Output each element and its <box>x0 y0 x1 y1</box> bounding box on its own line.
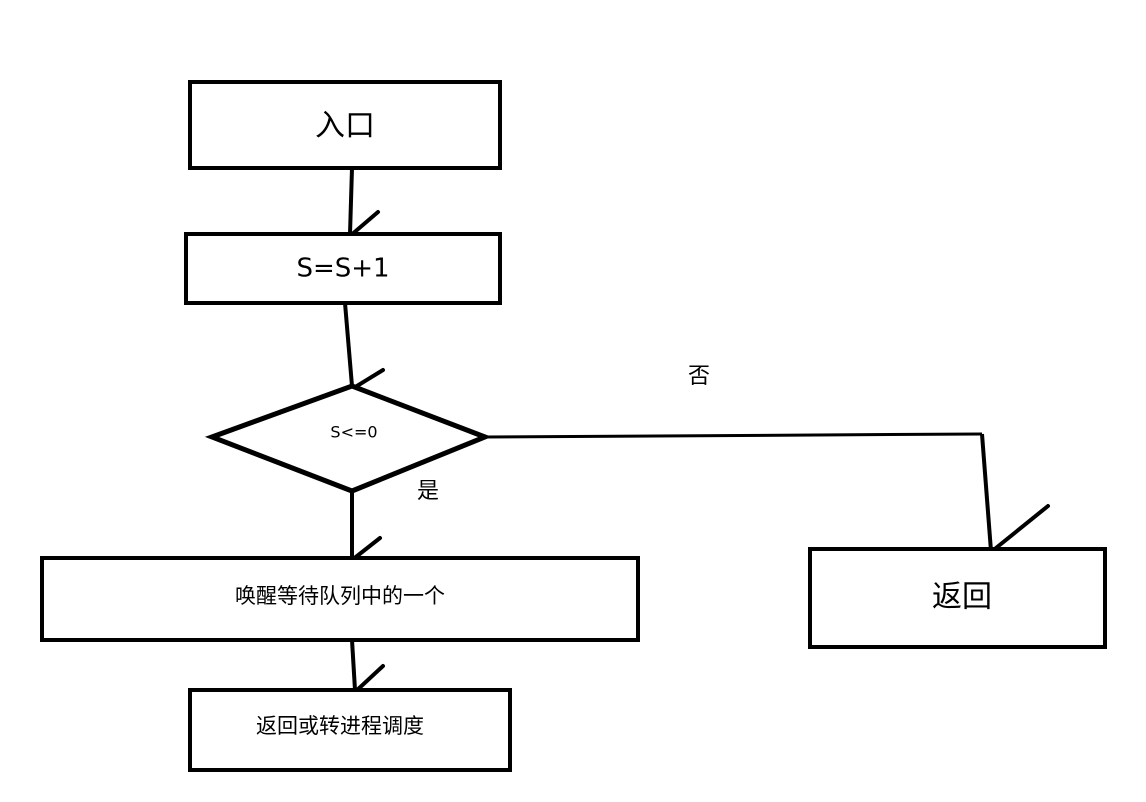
arrowhead-icon <box>989 504 1050 554</box>
edge-increment-to-decision <box>343 302 385 391</box>
edge-decision-to-wakeup <box>350 491 382 562</box>
node-entry-label: 入口 <box>315 109 375 144</box>
node-wakeup-label: 唤醒等待队列中的一个 <box>235 584 445 608</box>
node-entry[interactable]: 入口 <box>188 80 502 170</box>
node-increment-shape[interactable] <box>184 232 502 305</box>
node-decision-label: S<=0 <box>330 423 377 442</box>
edge-line-vertical <box>980 433 993 552</box>
node-return-shape[interactable] <box>808 547 1107 649</box>
node-return-label: 返回 <box>932 580 992 615</box>
arrowhead-icon <box>353 664 385 694</box>
node-wakeup-shape[interactable] <box>40 556 640 642</box>
edge-label-no: 否 <box>688 364 710 389</box>
edge-line-horizontal <box>484 432 983 439</box>
node-entry-shape[interactable] <box>188 80 502 170</box>
node-increment-label: S=S+1 <box>296 254 389 284</box>
node-wakeup[interactable]: 唤醒等待队列中的一个 <box>40 556 640 642</box>
edge-line <box>348 167 354 235</box>
node-decision[interactable]: S<=0 <box>204 383 492 494</box>
node-dispatch[interactable]: 返回或转进程调度 <box>188 688 512 772</box>
edge-label-yes: 是 <box>417 479 439 504</box>
edge-line <box>350 639 357 691</box>
edge-entry-to-increment <box>348 167 380 238</box>
node-increment[interactable]: S=S+1 <box>184 232 502 305</box>
node-decision-shape[interactable] <box>204 383 492 494</box>
edge-line <box>343 302 354 387</box>
node-return[interactable]: 返回 <box>808 547 1107 649</box>
node-dispatch-label: 返回或转进程调度 <box>256 714 424 738</box>
node-dispatch-shape[interactable] <box>188 688 512 772</box>
edge-wakeup-to-dispatch <box>350 639 385 694</box>
edge-decision-to-return <box>484 432 1050 554</box>
